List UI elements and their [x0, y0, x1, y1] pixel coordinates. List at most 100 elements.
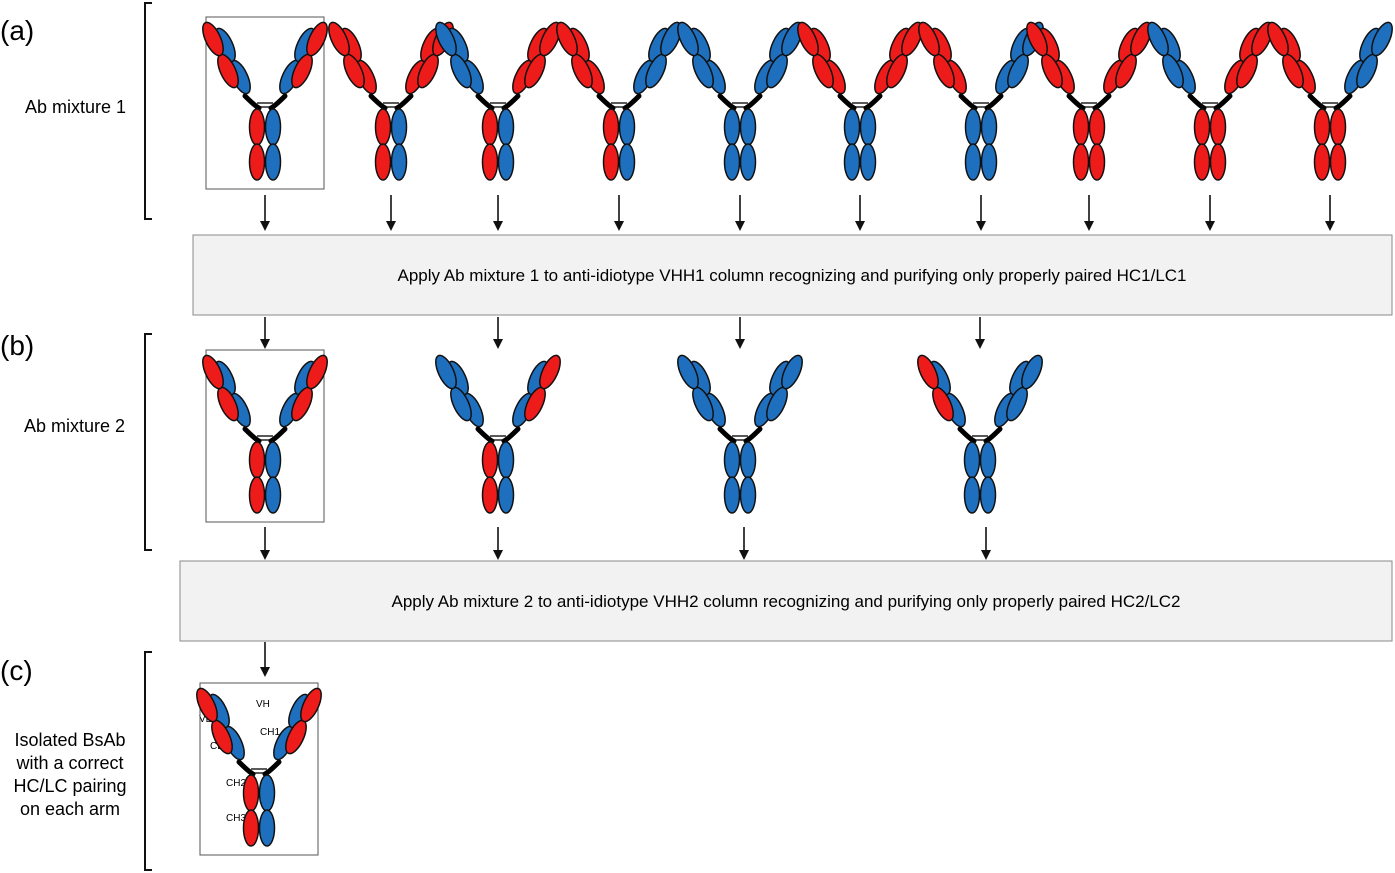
- vl-left-domain: [202, 21, 224, 57]
- section-a-label: Ab mixture 1: [25, 97, 126, 117]
- ch2-left-domain: [481, 441, 499, 479]
- hinge-left: [236, 759, 256, 777]
- hinge-right: [743, 93, 763, 111]
- ch3-left-domain: [1313, 143, 1331, 181]
- ch2-left-domain: [964, 108, 982, 146]
- section-c-label-line-1: Isolated BsAb: [14, 730, 125, 750]
- hinge-left: [368, 93, 388, 111]
- vl-right-domain: [306, 21, 328, 57]
- ch3-left-domain: [963, 476, 981, 514]
- hinge-left: [242, 93, 262, 111]
- ch2-right-domain: [980, 108, 998, 146]
- ch2-left-domain: [1072, 108, 1090, 146]
- ch3-right-domain: [618, 143, 636, 181]
- ch2-left-domain: [723, 441, 741, 479]
- ch2-left-domain: [1193, 108, 1211, 146]
- hinge-left: [596, 93, 616, 111]
- antibody-a-10: [1267, 21, 1393, 181]
- ch3-left-domain: [242, 809, 260, 847]
- antibody-a-6: [797, 21, 923, 181]
- ch3-right-domain: [859, 143, 877, 181]
- ch2-left-domain: [963, 441, 981, 479]
- vl-left-domain: [1147, 21, 1169, 57]
- ch3-right-domain: [390, 143, 408, 181]
- vl-right-domain: [781, 354, 803, 390]
- antibody-b-3: [677, 354, 803, 514]
- hinge-right: [501, 426, 521, 444]
- hinge-left: [717, 93, 737, 111]
- ch2-right-domain: [264, 108, 282, 146]
- vl-right-domain: [300, 687, 322, 723]
- antibody-b-2: [435, 354, 561, 514]
- ch2-right-domain: [1209, 108, 1227, 146]
- highlight-box: [205, 16, 325, 190]
- ch3-right-domain: [980, 143, 998, 181]
- section-c-label-line-2: with a correct: [15, 753, 123, 773]
- ch3-left-domain: [248, 476, 266, 514]
- vl-right-domain: [901, 21, 923, 57]
- ch2-right-domain: [497, 108, 515, 146]
- ch3-left-domain: [602, 143, 620, 181]
- hinge-left: [958, 93, 978, 111]
- ch2-left-domain: [843, 108, 861, 146]
- antibody-b-1: [202, 349, 328, 523]
- ch2-right-domain: [618, 108, 636, 146]
- antibody-a-2: [328, 21, 454, 181]
- antibody-a-4: [556, 21, 682, 181]
- hinge-left: [1187, 93, 1207, 111]
- step2-text: Apply Ab mixture 2 to anti-idiotype VHH2…: [391, 592, 1180, 611]
- bracket-a: [144, 2, 152, 220]
- hinge-right: [262, 759, 282, 777]
- hinge-left: [475, 426, 495, 444]
- ch3-left-domain: [964, 143, 982, 181]
- step1-text: Apply Ab mixture 1 to anti-idiotype VHH1…: [397, 266, 1186, 285]
- antibody-a-9: [1147, 21, 1273, 181]
- hinge-left: [717, 426, 737, 444]
- section-c-label-line-3: HC/LC pairing: [13, 776, 126, 796]
- ch3-left-domain: [248, 143, 266, 181]
- hinge-left: [957, 426, 977, 444]
- ch3-right-domain: [264, 143, 282, 181]
- step1-box-rect: [192, 234, 1393, 316]
- ch3-right-domain: [979, 476, 997, 514]
- antibody-a-5: [677, 21, 803, 181]
- ch3-right-domain: [1209, 143, 1227, 181]
- vl-right-domain: [539, 21, 561, 57]
- panel-letter-c: (c): [0, 655, 33, 686]
- vl-right-domain: [1021, 354, 1043, 390]
- section-b-label: Ab mixture 2: [24, 416, 125, 436]
- vl-right-domain: [539, 354, 561, 390]
- ch2-left-domain: [248, 441, 266, 479]
- hinge-right: [394, 93, 414, 111]
- ch3-left-domain: [1072, 143, 1090, 181]
- ch2-left-domain: [723, 108, 741, 146]
- hinge-right: [622, 93, 642, 111]
- ch3-left-domain: [723, 143, 741, 181]
- antibody-b-4: [917, 354, 1043, 514]
- ch2-right-domain: [1329, 108, 1347, 146]
- vl-right-domain: [306, 354, 328, 390]
- vl-right-domain: [1371, 21, 1393, 57]
- vl-left-domain: [328, 21, 350, 57]
- vl-left-domain: [677, 354, 699, 390]
- ch2-right-domain: [1088, 108, 1106, 146]
- domain-label-ch2: CH2: [226, 778, 246, 789]
- ch2-left-domain: [602, 108, 620, 146]
- ch2-right-domain: [390, 108, 408, 146]
- hinge-right: [984, 93, 1004, 111]
- step2-box-rect: [179, 560, 1393, 642]
- ch2-left-domain: [481, 108, 499, 146]
- domain-label-vh: VH: [256, 699, 270, 710]
- panel-letter-b: (b): [0, 330, 34, 361]
- ch3-right-domain: [739, 476, 757, 514]
- highlight-box: [205, 349, 325, 523]
- highlight-box: [199, 682, 319, 856]
- panel-letter-a: (a): [0, 15, 34, 46]
- hinge-left: [1066, 93, 1086, 111]
- section-c-label-line-4: on each arm: [20, 799, 120, 819]
- vl-left-domain: [202, 354, 224, 390]
- ch3-left-domain: [1193, 143, 1211, 181]
- bracket-b: [144, 333, 152, 551]
- hinge-right: [983, 426, 1003, 444]
